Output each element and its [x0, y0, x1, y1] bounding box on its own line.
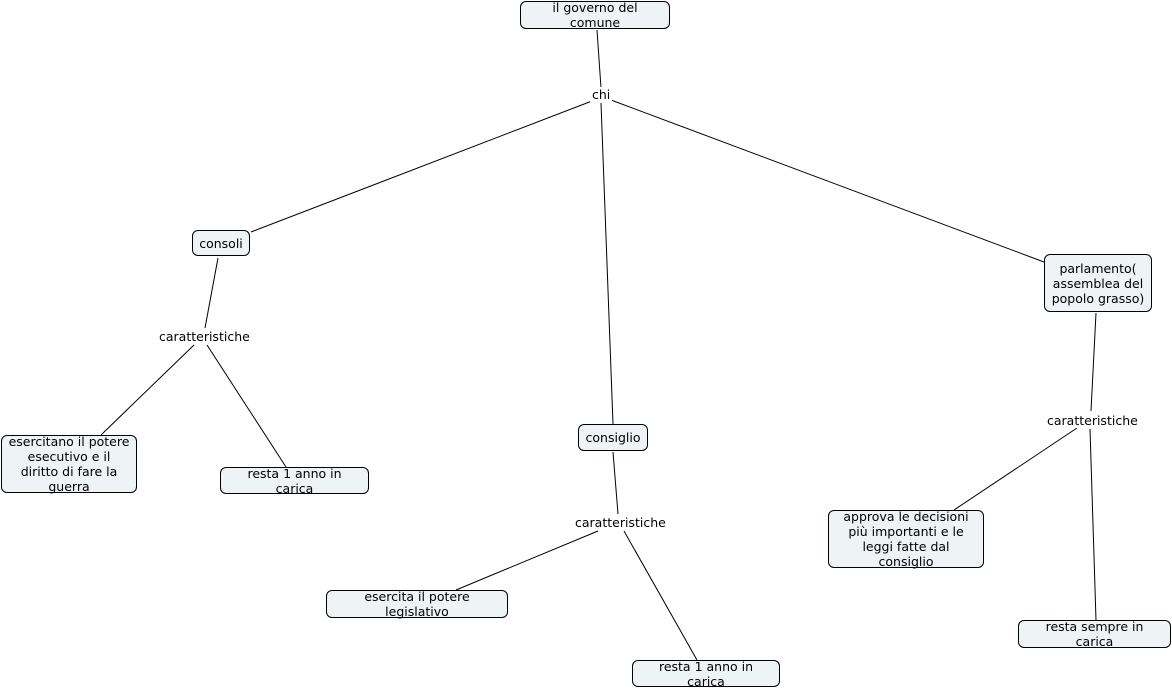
- concept-consiglio-potere[interactable]: esercita il potere legislativo: [326, 589, 508, 619]
- link-chi-parlamento: [610, 99, 1045, 263]
- concept-root[interactable]: il governo del comune: [520, 0, 670, 30]
- concept-consiglio[interactable]: consiglio: [578, 424, 648, 451]
- linking-phrase-chi: chi: [590, 87, 613, 102]
- link-root-chi: [596, 29, 602, 89]
- link-car-parlamento-decisioni: [953, 427, 1078, 511]
- link-chi-consoli: [250, 100, 593, 233]
- link-car-consoli-anno: [206, 344, 287, 468]
- concept-parlamento[interactable]: parlamento( assemblea del popolo grasso): [1044, 254, 1152, 312]
- concept-parlamento-decisioni[interactable]: approva le decisioni più importanti e le…: [828, 509, 984, 569]
- concept-consoli-anno[interactable]: resta 1 anno in carica: [220, 466, 369, 496]
- concept-consoli-potere[interactable]: esercitano il potere esecutivo e il diri…: [1, 434, 137, 494]
- link-car-consoli-potere: [100, 344, 195, 436]
- link-parlamento-caratteristiche: [1090, 312, 1097, 412]
- linking-phrase-caratteristiche-consiglio: caratteristiche: [573, 515, 668, 530]
- linking-phrase-caratteristiche-consoli: caratteristiche: [157, 329, 252, 344]
- concept-parlamento-sempre[interactable]: resta sempre in carica: [1018, 619, 1171, 649]
- link-chi-consiglio: [600, 102, 614, 425]
- link-consiglio-caratteristiche: [612, 451, 619, 515]
- link-consoli-caratteristiche: [204, 257, 219, 329]
- concept-consiglio-anno[interactable]: resta 1 anno in carica: [632, 659, 780, 689]
- link-car-consiglio-potere: [455, 530, 599, 591]
- linking-phrase-caratteristiche-parlamento: caratteristiche: [1045, 413, 1140, 428]
- concept-consoli[interactable]: consoli: [192, 230, 250, 256]
- link-car-parlamento-sempre: [1089, 428, 1097, 621]
- link-car-consiglio-anno: [623, 530, 698, 661]
